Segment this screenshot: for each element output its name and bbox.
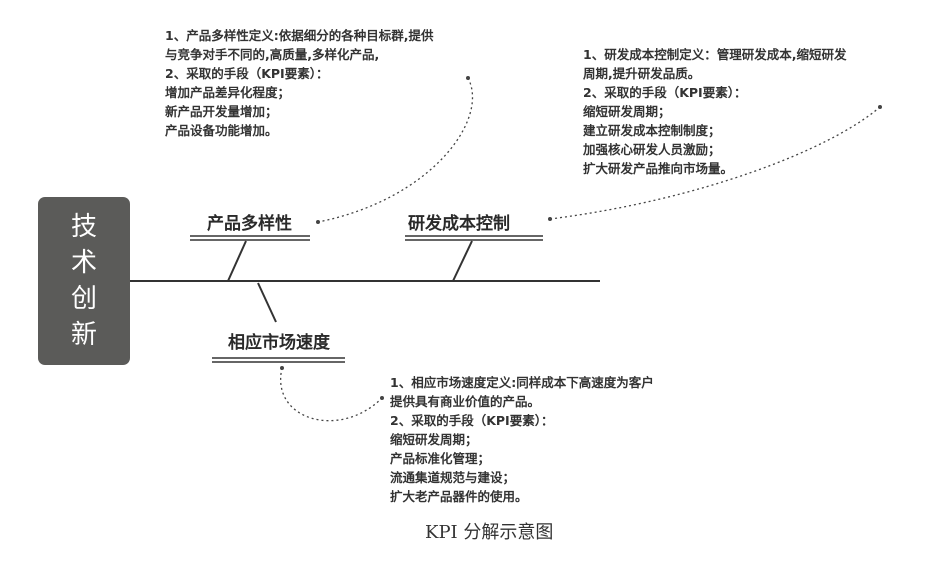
note-line: 周期,提升研发品质。 — [583, 66, 701, 81]
branch-2-bone — [452, 240, 473, 282]
note-line: 1、产品多样性定义:依据细分的各种目标群,提供 — [165, 28, 434, 43]
note-line: 增加产品差异化程度； — [165, 85, 291, 100]
note-line: 缩短研发周期； — [390, 432, 478, 447]
branch-1-notes: 1、产品多样性定义:依据细分的各种目标群,提供 与竞争对手不同的,高质量,多样化… — [165, 26, 433, 140]
figure-caption: KPI 分解示意图 — [425, 522, 554, 543]
branch-3-label: 相应市场速度 — [228, 333, 330, 353]
branch-3-notes: 1、相应市场速度定义:同样成本下高速度为客户 提供具有商业价值的产品。 2、采取… — [390, 373, 654, 506]
note-line: 加强核心研发人员激励； — [583, 142, 721, 157]
root-box-technology-innovation: 技 术 创 新 — [38, 197, 130, 365]
note-line: 2、采取的手段（KPI要素）： — [583, 85, 747, 100]
note-line: 1、相应市场速度定义:同样成本下高速度为客户 — [390, 375, 654, 390]
note-line: 扩大研发产品推向市场量。 — [583, 161, 734, 176]
root-char: 术 — [70, 248, 97, 278]
root-char: 技 — [70, 212, 97, 242]
branch-3-bone — [257, 282, 277, 323]
note-line: 1、研发成本控制定义：管理研发成本,缩短研发 — [583, 47, 847, 62]
note-line: 2、采取的手段（KPI要素）： — [165, 66, 329, 81]
branch-2-notes: 1、研发成本控制定义：管理研发成本,缩短研发 周期,提升研发品质。 2、采取的手… — [583, 45, 846, 178]
note-line: 提供具有商业价值的产品。 — [390, 394, 541, 409]
branch-1-bone — [227, 240, 247, 282]
root-char: 新 — [70, 320, 97, 350]
note-line: 产品设备功能增加。 — [165, 123, 278, 138]
note-line: 新产品开发量增加； — [165, 104, 278, 119]
note-line: 建立研发成本控制制度； — [583, 123, 721, 138]
branch-2-label: 研发成本控制 — [408, 214, 510, 234]
note-line: 流通集道规范与建设； — [390, 470, 516, 485]
note-line: 与竞争对手不同的,高质量,多样化产品, — [165, 47, 380, 62]
note-line: 缩短研发周期； — [583, 104, 671, 119]
connector-3-dotted — [279, 367, 383, 422]
note-line: 扩大老产品器件的使用。 — [390, 489, 528, 504]
root-char: 创 — [70, 284, 97, 314]
branch-1-label: 产品多样性 — [207, 214, 292, 234]
note-line: 产品标准化管理； — [390, 451, 491, 466]
note-line: 2、采取的手段（KPI要素）： — [390, 413, 554, 428]
